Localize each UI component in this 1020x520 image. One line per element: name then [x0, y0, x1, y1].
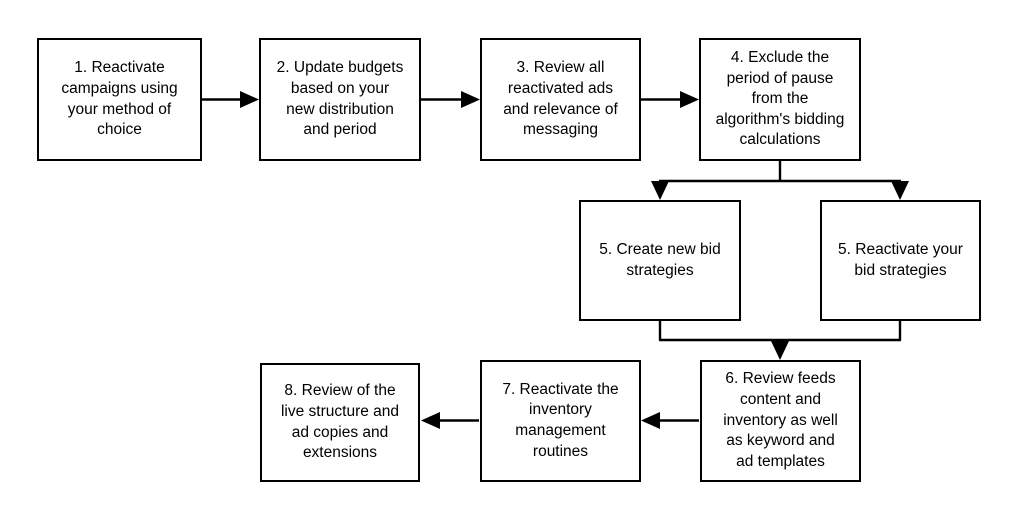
step-2-update-budgets[interactable]: 2. Update budgets based on your new dist… [259, 38, 421, 161]
arrow-step3-to-step4 [641, 91, 699, 108]
step-6-review-feeds-content[interactable]: 6. Review feeds content and inventory as… [700, 360, 861, 482]
step-7-reactivate-inventory-routines[interactable]: 7. Reactivate the inventory management r… [480, 360, 641, 482]
arrow-step4-split-bar [659, 161, 901, 183]
step-5a-label: 5. Create new bid strategies [599, 240, 721, 279]
step-8-review-live-structure[interactable]: 8. Review of the live structure and ad c… [260, 363, 420, 482]
step-6-label: 6. Review feeds content and inventory as… [723, 370, 838, 470]
arrow-step7-to-step8 [421, 412, 479, 429]
arrow-step4-to-step5a [651, 181, 669, 200]
step-5a-create-new-bid-strategies[interactable]: 5. Create new bid strategies [579, 200, 741, 321]
step-5b-reactivate-bid-strategies[interactable]: 5. Reactivate your bid strategies [820, 200, 981, 321]
arrow-step2-to-step3 [421, 91, 480, 108]
step-5b-label: 5. Reactivate your bid strategies [838, 240, 963, 279]
step-8-label: 8. Review of the live structure and ad c… [280, 382, 400, 462]
step-4-label: 4. Exclude the period of pause from the … [715, 48, 845, 149]
step-3-label: 3. Review all reactivated ads and releva… [503, 59, 618, 139]
arrow-step4-to-step5b [891, 181, 909, 200]
arrow-step5a-and-step5b-to-step6 [658, 321, 902, 360]
step-1-label: 1. Reactivate campaigns using your metho… [61, 59, 178, 139]
arrow-step6-to-step7 [641, 412, 699, 429]
step-2-label: 2. Update budgets based on your new dist… [276, 59, 404, 139]
step-4-exclude-pause-period[interactable]: 4. Exclude the period of pause from the … [699, 38, 861, 161]
arrow-step1-to-step2 [202, 91, 259, 108]
step-3-review-reactivated-ads[interactable]: 3. Review all reactivated ads and releva… [480, 38, 641, 161]
step-1-reactivate-campaigns[interactable]: 1. Reactivate campaigns using your metho… [37, 38, 202, 161]
step-7-label: 7. Reactivate the inventory management r… [502, 380, 619, 460]
